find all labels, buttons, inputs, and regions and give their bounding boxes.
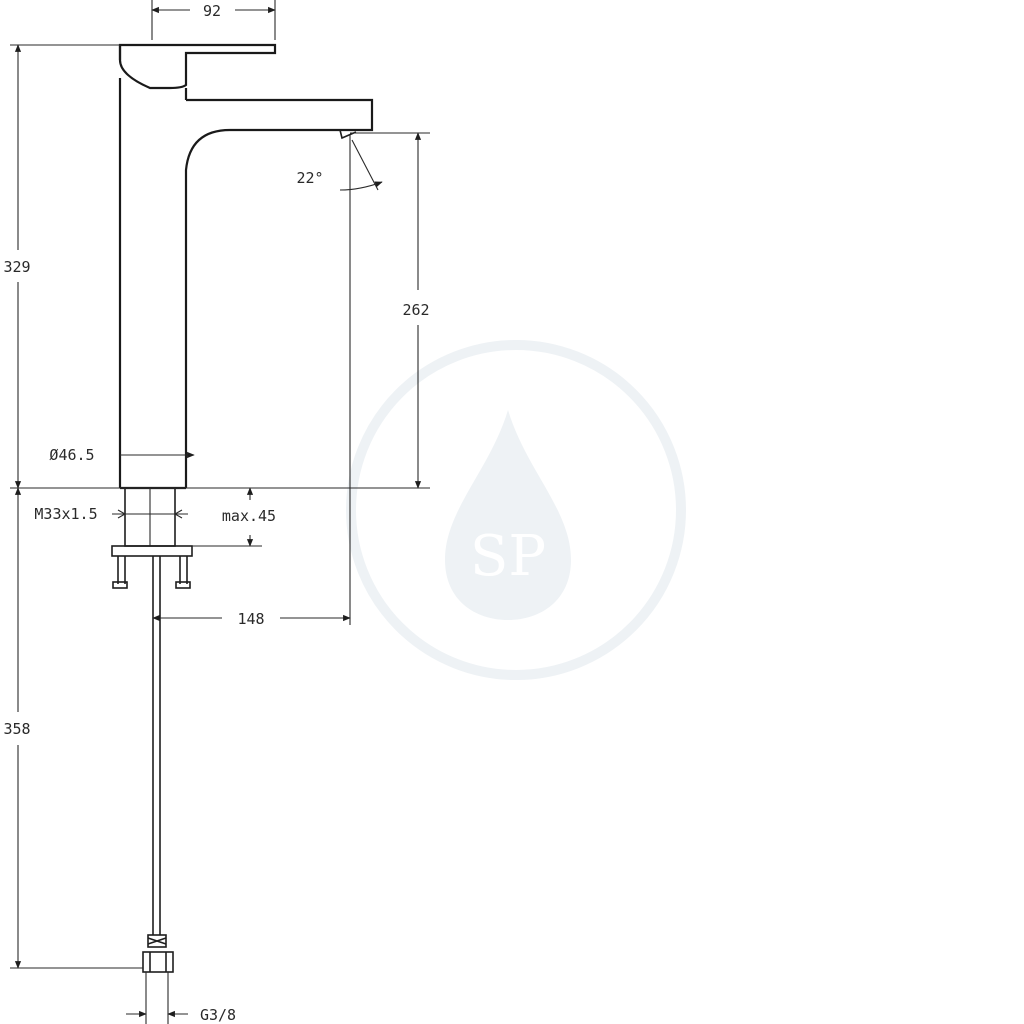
dim-spout-angle: 22° <box>296 135 383 625</box>
watermark-text: SP <box>470 524 546 589</box>
dim-max-thickness: max.45 <box>192 487 276 547</box>
dim-body-diameter: Ø46.5 <box>49 446 195 464</box>
dim-label-329: 329 <box>3 258 30 276</box>
dim-hose-length: 358 <box>3 487 143 969</box>
dim-label-262: 262 <box>402 301 429 319</box>
dim-label-148: 148 <box>237 610 264 628</box>
dim-spout-reach: 148 <box>152 610 351 628</box>
dim-thread: M33x1.5 <box>34 505 188 523</box>
watermark-logo: SP <box>346 340 686 680</box>
dim-total-height: 329 <box>3 44 430 489</box>
faucet-body <box>118 43 374 490</box>
dim-label-diameter: Ø46.5 <box>49 446 94 464</box>
dim-lever-width: 92 <box>151 0 276 40</box>
dim-label-thread: M33x1.5 <box>34 505 97 523</box>
dim-label-358: 358 <box>3 720 30 738</box>
dim-label-22deg: 22° <box>296 169 323 187</box>
dim-hose-connection: G3/8 <box>126 972 236 1024</box>
dim-label-92: 92 <box>203 2 221 20</box>
dim-spout-height: 262 <box>350 132 430 489</box>
mounting-assembly <box>111 487 193 589</box>
dim-label-g38: G3/8 <box>200 1006 236 1024</box>
dim-label-max45: max.45 <box>222 507 276 525</box>
